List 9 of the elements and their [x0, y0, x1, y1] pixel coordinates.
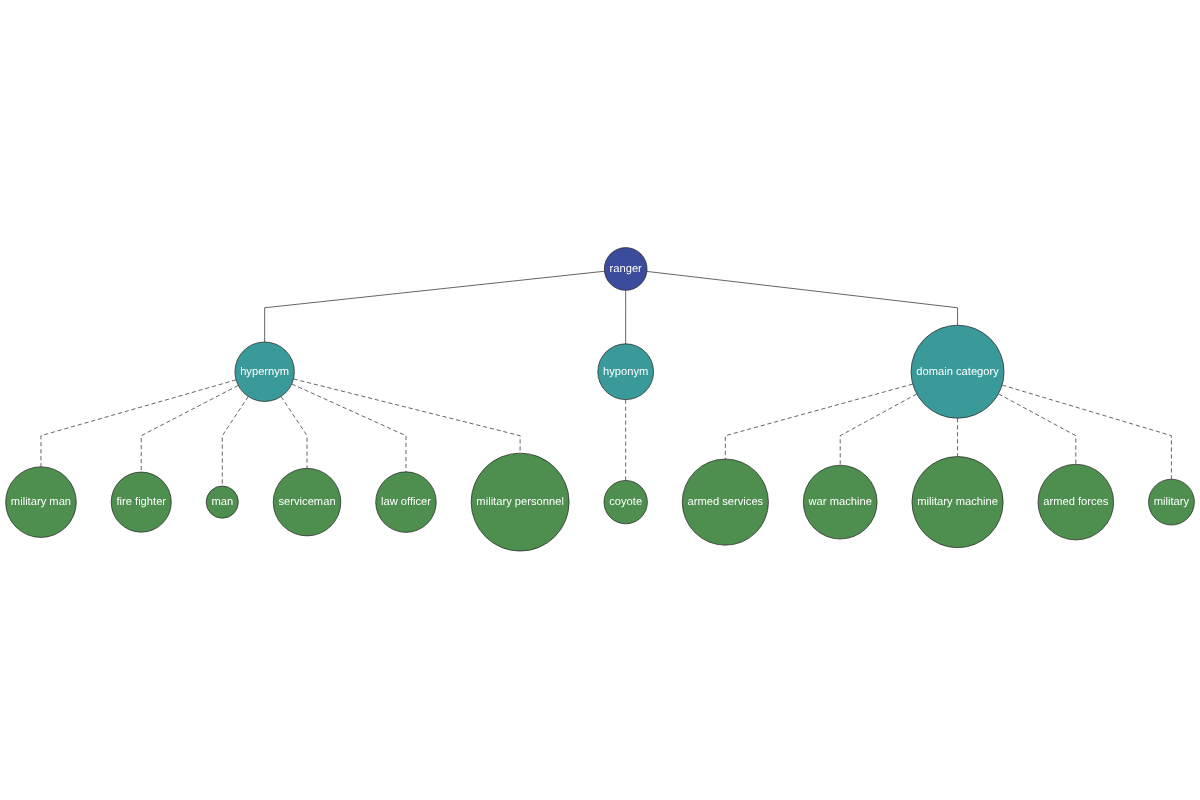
connector: [646, 271, 958, 327]
connector: [264, 271, 605, 343]
connector: [998, 394, 1077, 466]
connector: [625, 290, 627, 345]
connector: [839, 394, 918, 467]
connector: [140, 385, 239, 474]
connector: [40, 380, 237, 468]
connector: [291, 384, 407, 473]
connector: [293, 379, 521, 455]
